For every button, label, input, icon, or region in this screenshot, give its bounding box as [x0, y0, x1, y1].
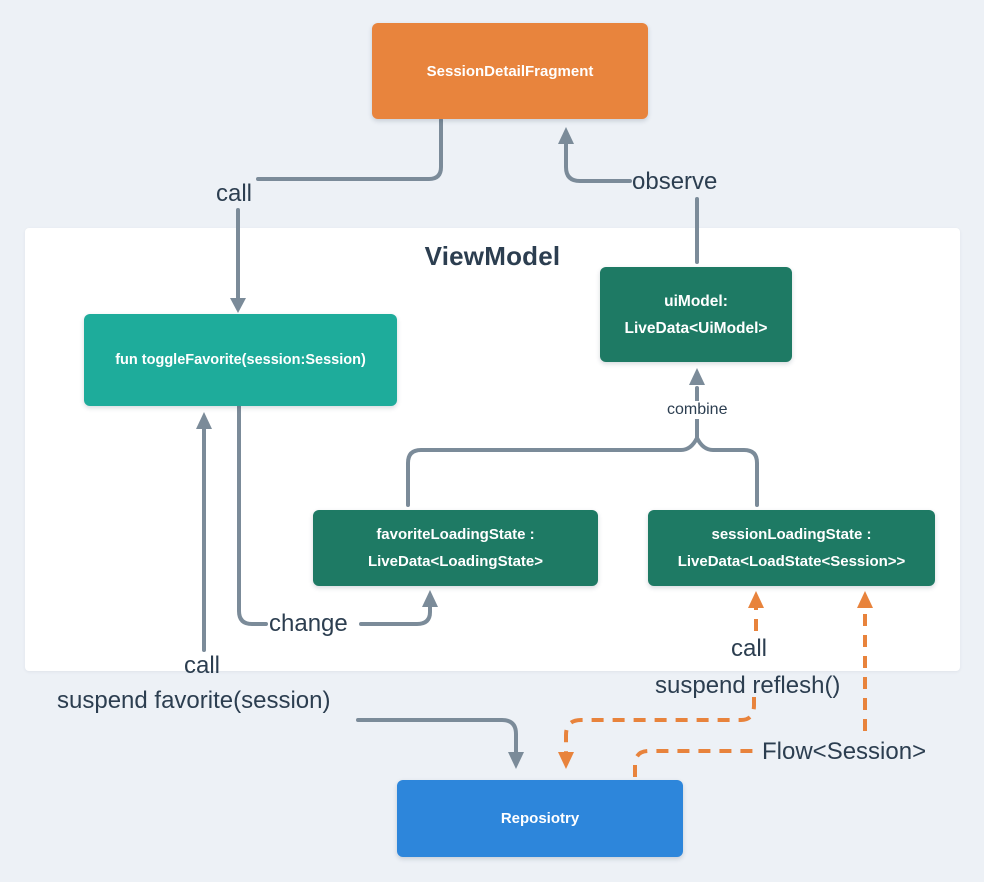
edge-label-change: change — [269, 610, 348, 637]
node-label: SessionDetailFragment — [426, 62, 594, 80]
edge-label-suspend-favorite: suspend favorite(session) — [57, 687, 331, 714]
node-label-line1: uiModel: — [664, 292, 728, 310]
node-repository: Reposiotry — [397, 780, 683, 857]
edge-repository-to-flowsession — [633, 749, 753, 777]
node-ui-model: uiModel: LiveData<UiModel> — [600, 267, 792, 362]
node-label-line1: favoriteLoadingState : — [376, 526, 535, 543]
edge-label-flow-session: Flow<Session> — [762, 738, 927, 765]
arrowhead-into-fragment-bottom — [558, 127, 574, 144]
node-session-detail-fragment: SessionDetailFragment — [372, 23, 648, 119]
node-label: fun toggleFavorite(session:Session) — [115, 351, 366, 368]
node-label: Reposiotry — [500, 810, 580, 827]
viewmodel-container — [25, 228, 960, 671]
edge-label-call-top: call — [216, 180, 253, 207]
arrowhead-into-repository-top-gray — [508, 752, 524, 769]
node-toggle-favorite: fun toggleFavorite(session:Session) — [84, 314, 397, 406]
node-label-line2: LiveData<LoadingState> — [367, 553, 544, 570]
edge-suspendfavorite-to-repository — [356, 718, 518, 755]
edge-label-combine: combine — [663, 401, 732, 419]
node-favorite-loading-state: favoriteLoadingState : LiveData<LoadingS… — [313, 510, 598, 586]
viewmodel-title: ViewModel — [424, 241, 561, 271]
arrowhead-into-repository-top-orange — [558, 752, 574, 769]
edge-label-call-repo: call — [731, 635, 768, 662]
edge-reflesh-to-repository — [564, 697, 756, 753]
node-label-line1: sessionLoadingState : — [711, 526, 872, 543]
node-session-loading-state: sessionLoadingState : LiveData<LoadState… — [648, 510, 935, 586]
edge-label-suspend-reflesh: suspend reflesh() — [655, 672, 841, 699]
node-label-line2: LiveData<LoadState<Session>> — [677, 553, 906, 570]
edge-label-call-left: call — [184, 652, 221, 679]
node-label-line2: LiveData<UiModel> — [624, 319, 768, 337]
edge-label-observe: observe — [632, 168, 718, 195]
edge-fragment-to-call — [256, 118, 443, 181]
edge-observe-to-fragment — [564, 141, 632, 183]
